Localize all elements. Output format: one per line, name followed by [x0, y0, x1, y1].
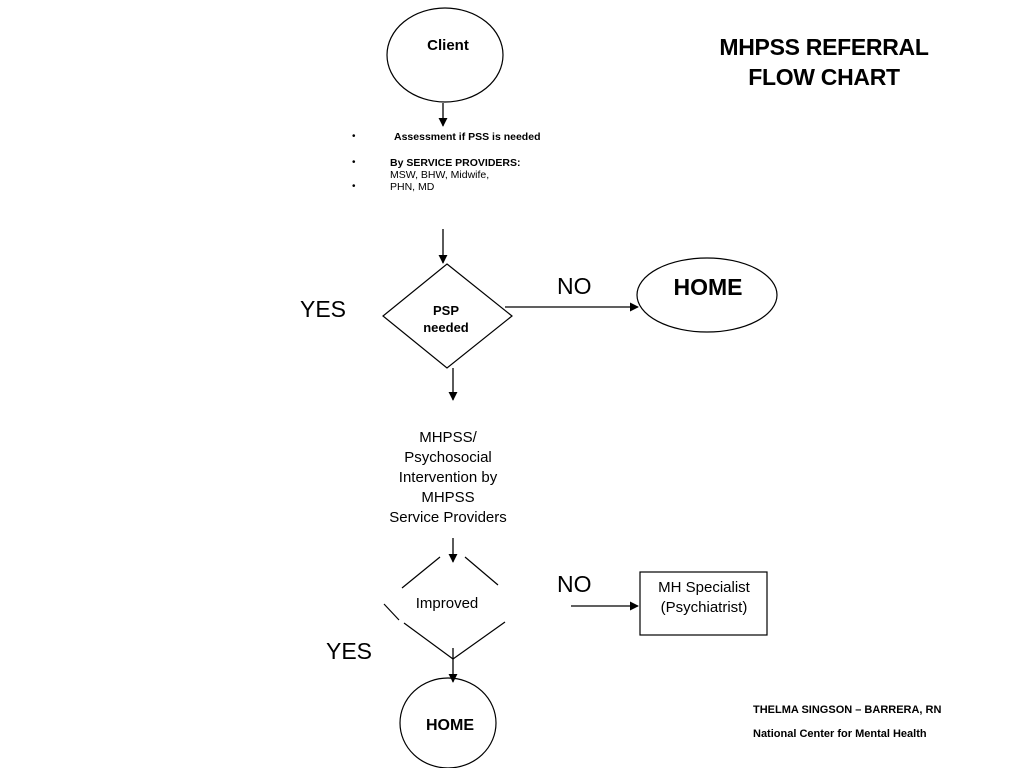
yes-label-psp: YES	[300, 296, 347, 322]
mh-specialist-line-1: MH Specialist	[658, 579, 750, 596]
service-providers-heading: By SERVICE PROVIDERS:	[390, 157, 521, 169]
psp-needed-line-2: needed	[423, 320, 469, 335]
home-bottom-node-shape	[399, 677, 497, 768]
home-top-node-shape	[636, 257, 778, 333]
psp-needed-line-1: PSP	[432, 303, 459, 318]
mh-specialist-label: MH Specialist (Psychiatrist)	[640, 578, 768, 618]
assessment-bullet-item: • Assessment if PSS is needed	[340, 131, 580, 143]
assessment-item-text: Assessment if PSS is needed	[394, 131, 541, 143]
psp-needed-label: PSP needed	[404, 302, 488, 336]
intervention-line-5: Service Providers	[389, 509, 507, 526]
yes-label-improved: YES	[326, 638, 373, 664]
service-providers-bullet-item: • By SERVICE PROVIDERS: MSW, BHW, Midwif…	[340, 157, 580, 181]
chart-title: MHPSS REFERRAL FLOW CHART	[674, 32, 974, 92]
intervention-node-label: MHPSS/ Psychosocial Intervention by MHPS…	[368, 428, 528, 528]
home-top-label: HOME	[673, 274, 743, 300]
phn-md-text: PHN, MD	[390, 181, 435, 193]
mh-specialist-line-2: (Psychiatrist)	[660, 599, 748, 616]
assessment-bullet-list: • Assessment if PSS is needed • By SERVI…	[340, 131, 580, 193]
chart-title-line-2: FLOW CHART	[748, 64, 900, 90]
intervention-line-2: Psychosocial	[404, 449, 492, 466]
organization-credit: National Center for Mental Health	[753, 728, 927, 740]
intervention-line-3: Intervention by	[398, 469, 498, 486]
bullet-glyph: •	[352, 181, 356, 192]
intervention-line-4: MHPSS	[421, 489, 475, 506]
bullet-glyph: •	[352, 157, 356, 168]
home-bottom-label: HOME	[426, 717, 474, 734]
client-node-label: Client	[427, 37, 469, 54]
author-credit: THELMA SINGSON – BARRERA, RN	[753, 704, 942, 716]
no-label-improved: NO	[557, 571, 592, 597]
improved-decision-shape	[383, 556, 506, 660]
intervention-line-1: MHPSS/	[419, 429, 477, 446]
phn-md-bullet-item: • PHN, MD	[340, 181, 580, 193]
chart-title-line-1: MHPSS REFERRAL	[719, 34, 929, 60]
bullet-glyph: •	[352, 131, 356, 142]
service-providers-detail: MSW, BHW, Midwife,	[390, 169, 490, 181]
mh-specialist-node-shape	[639, 571, 768, 636]
psp-needed-decision-shape	[382, 263, 513, 369]
client-node-shape	[386, 7, 504, 103]
improved-label: Improved	[415, 595, 479, 612]
no-label-psp: NO	[557, 273, 592, 299]
